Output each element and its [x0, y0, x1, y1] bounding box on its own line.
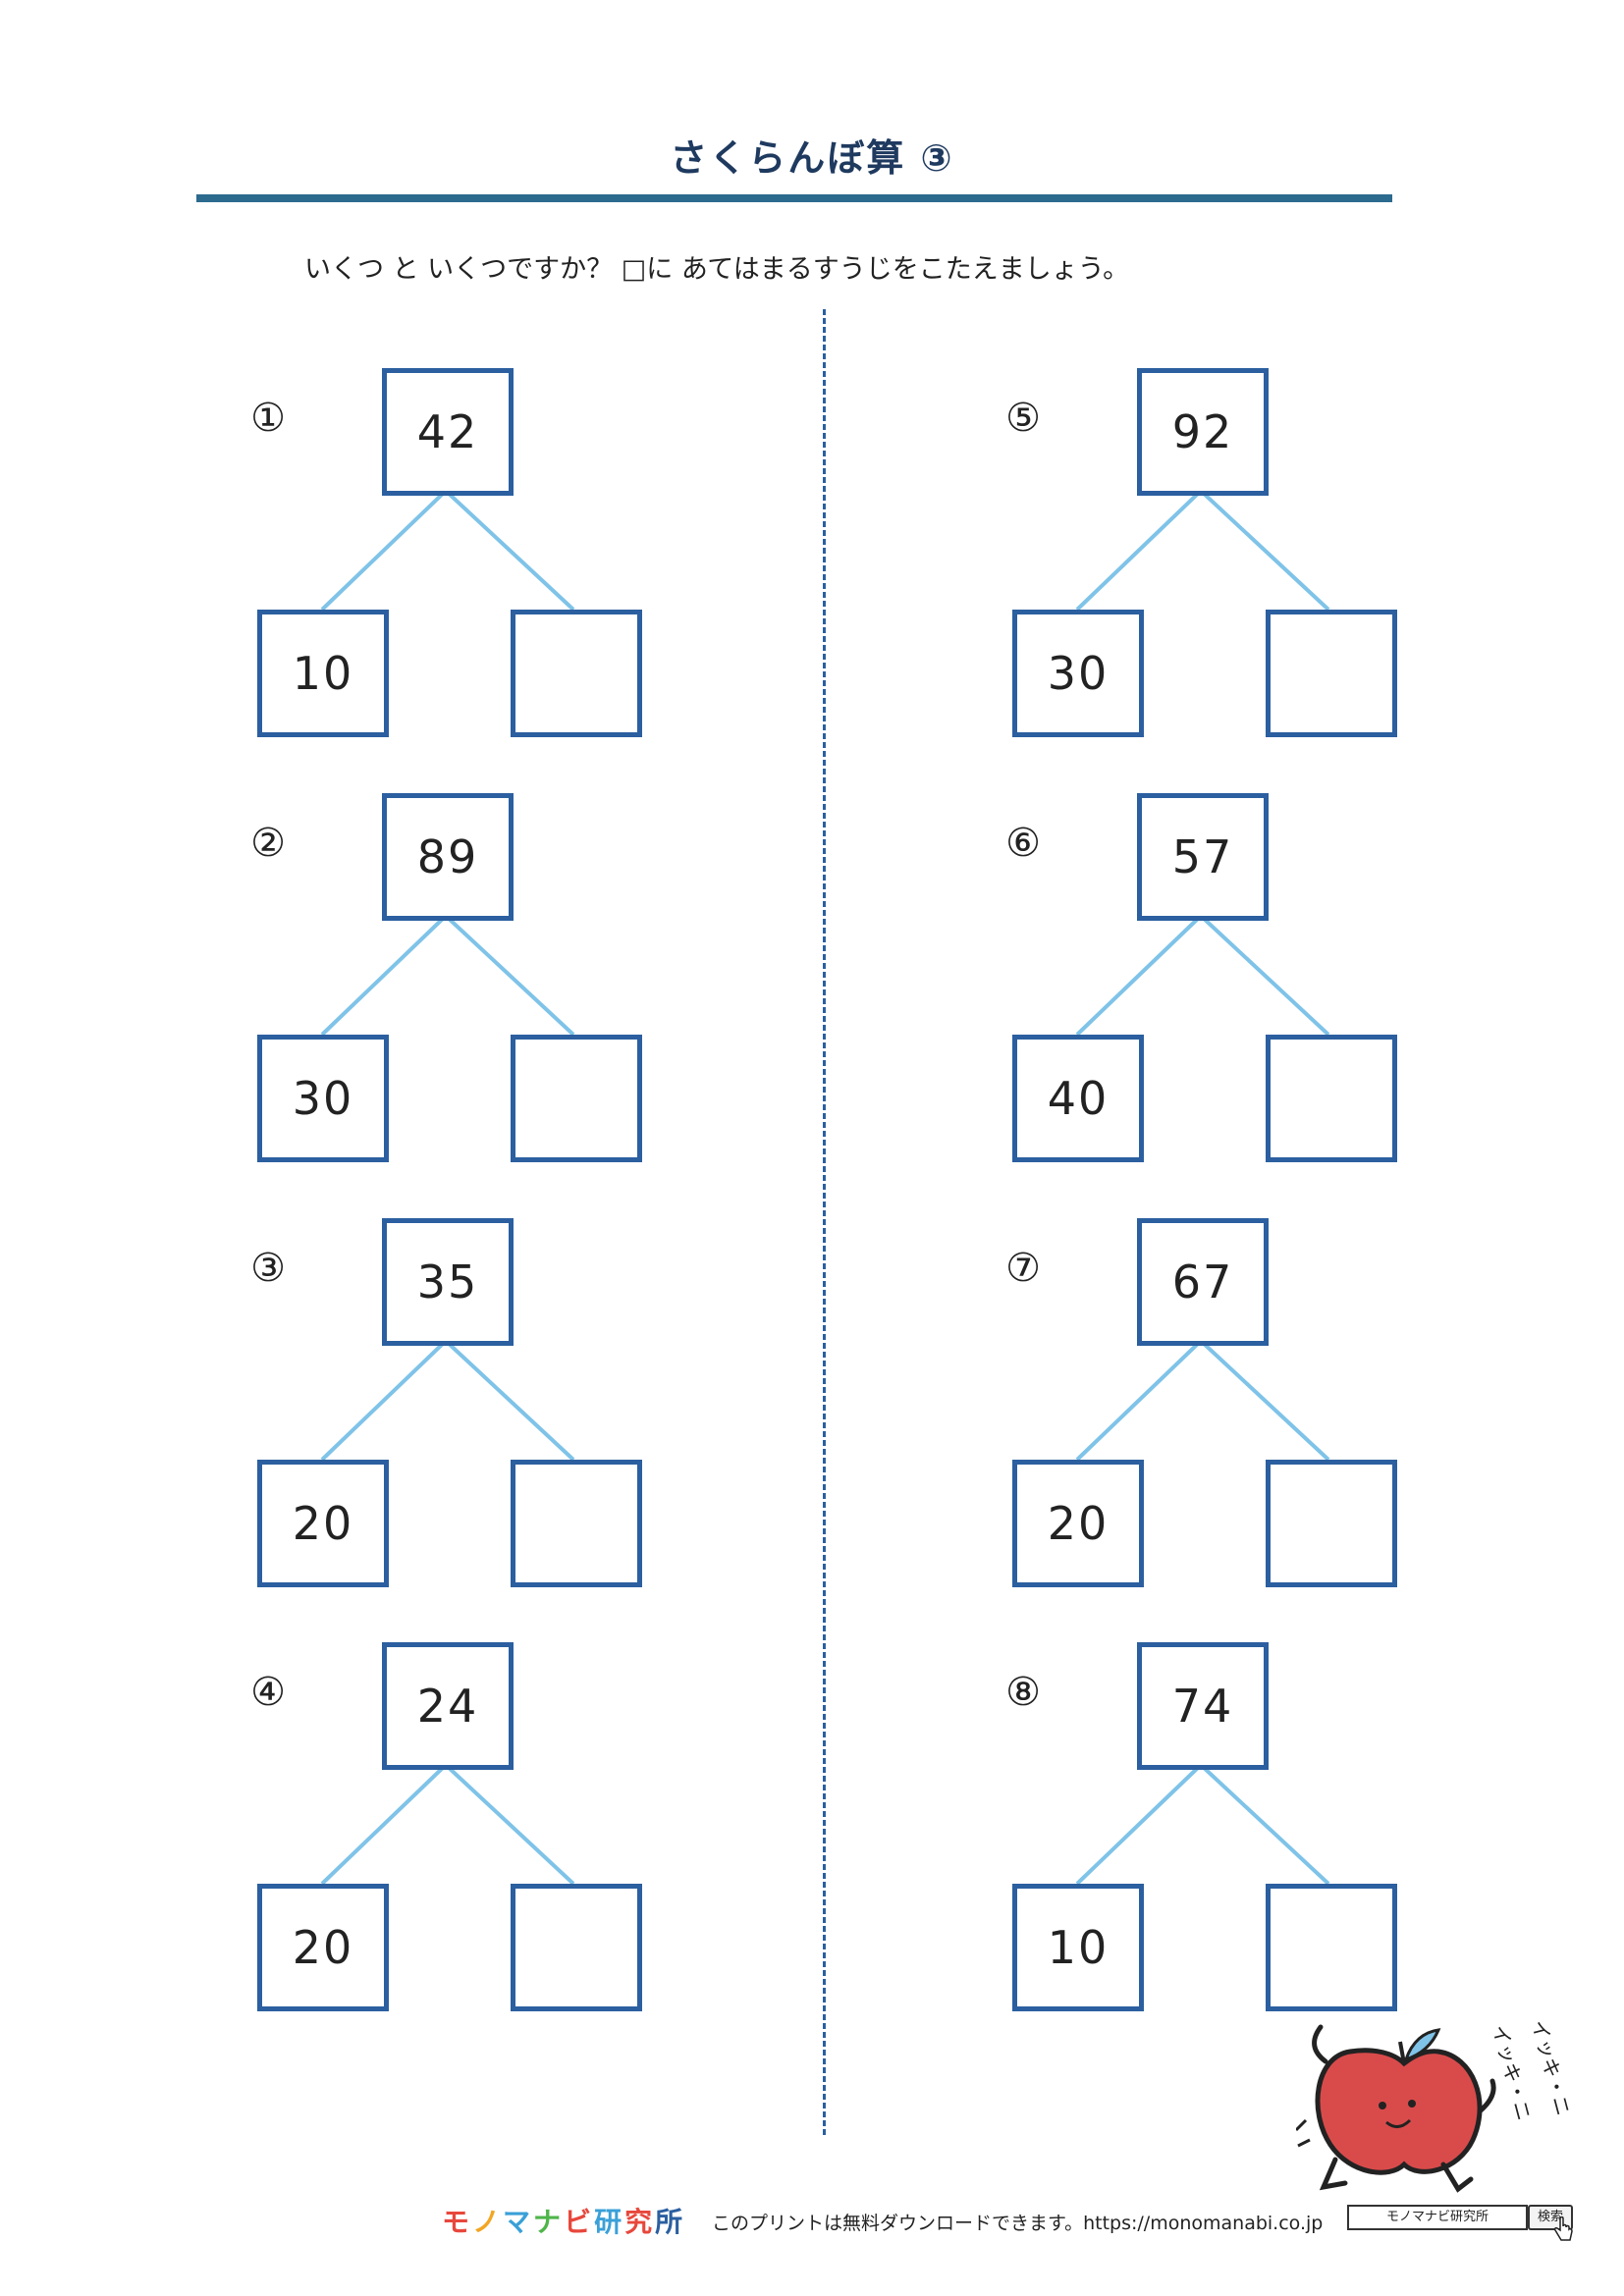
- answer-box[interactable]: [1266, 1035, 1397, 1162]
- problem-8: ⑧ 74 10: [994, 1642, 1445, 2035]
- answer-box[interactable]: [511, 610, 642, 737]
- search-button[interactable]: 検索: [1528, 2205, 1573, 2230]
- total-box: 92: [1137, 368, 1269, 496]
- logo-char: ナ: [533, 2206, 565, 2238]
- footer-logo: モノマナビ研究所: [442, 2201, 685, 2240]
- problem-number: ②: [250, 821, 286, 866]
- total-box: 42: [382, 368, 514, 496]
- problem-4: ④ 24 20: [239, 1642, 690, 2035]
- part-box: 30: [1012, 610, 1144, 737]
- logo-char: ノ: [472, 2206, 504, 2238]
- logo-char: 究: [624, 2206, 656, 2238]
- mascot-shout-2: イッキ・ニ: [1527, 2017, 1575, 2118]
- logo-char: 所: [655, 2206, 686, 2238]
- answer-box[interactable]: [1266, 1884, 1397, 2011]
- logo-char: 研: [594, 2206, 625, 2238]
- answer-box[interactable]: [1266, 610, 1397, 737]
- part-box: 10: [1012, 1884, 1144, 2011]
- problem-number: ①: [250, 396, 286, 441]
- footer-download-text: このプリントは無料ダウンロードできます。https://monomanabi.c…: [712, 2213, 1324, 2234]
- column-divider: [823, 309, 826, 2135]
- instruction-text: いくつ と いくつですか？ □に あてはまるすうじをこたえましょう。: [304, 254, 1130, 285]
- problem-number: ⑧: [1005, 1670, 1041, 1715]
- part-box: 40: [1012, 1035, 1144, 1162]
- problem-2: ② 89 30: [239, 793, 690, 1186]
- search-input[interactable]: モノマナビ研究所: [1347, 2205, 1528, 2230]
- logo-char: ビ: [564, 2206, 595, 2238]
- answer-box[interactable]: [511, 1460, 642, 1587]
- mascot-shout-1: イッキ・ニ: [1488, 2022, 1536, 2123]
- answer-box[interactable]: [511, 1884, 642, 2011]
- problem-1: ① 42 10: [239, 368, 690, 761]
- part-box: 30: [257, 1035, 389, 1162]
- part-box: 10: [257, 610, 389, 737]
- page-title: さくらんぼ算 ③: [670, 136, 954, 180]
- total-box: 89: [382, 793, 514, 921]
- hand-cursor-icon: [1553, 2216, 1573, 2241]
- logo-char: モ: [442, 2206, 473, 2238]
- problem-number: ④: [250, 1670, 286, 1715]
- answer-box[interactable]: [511, 1035, 642, 1162]
- problem-7: ⑦ 67 20: [994, 1218, 1445, 1611]
- total-box: 67: [1137, 1218, 1269, 1346]
- problem-3: ③ 35 20: [239, 1218, 690, 1611]
- total-box: 35: [382, 1218, 514, 1346]
- problem-6: ⑥ 57 40: [994, 793, 1445, 1186]
- problem-5: ⑤ 92 30: [994, 368, 1445, 761]
- part-box: 20: [257, 1460, 389, 1587]
- problem-number: ⑥: [1005, 821, 1041, 866]
- problem-number: ⑤: [1005, 396, 1041, 441]
- problem-number: ⑦: [1005, 1246, 1041, 1291]
- part-box: 20: [257, 1884, 389, 2011]
- answer-box[interactable]: [1266, 1460, 1397, 1587]
- part-box: 20: [1012, 1460, 1144, 1587]
- total-box: 74: [1137, 1642, 1269, 1770]
- total-box: 24: [382, 1642, 514, 1770]
- apple-mascot-icon: イッキ・ニ イッキ・ニ: [1296, 2017, 1575, 2193]
- total-box: 57: [1137, 793, 1269, 921]
- title-underline: [196, 194, 1392, 202]
- logo-char: マ: [503, 2206, 534, 2238]
- problem-number: ③: [250, 1246, 286, 1291]
